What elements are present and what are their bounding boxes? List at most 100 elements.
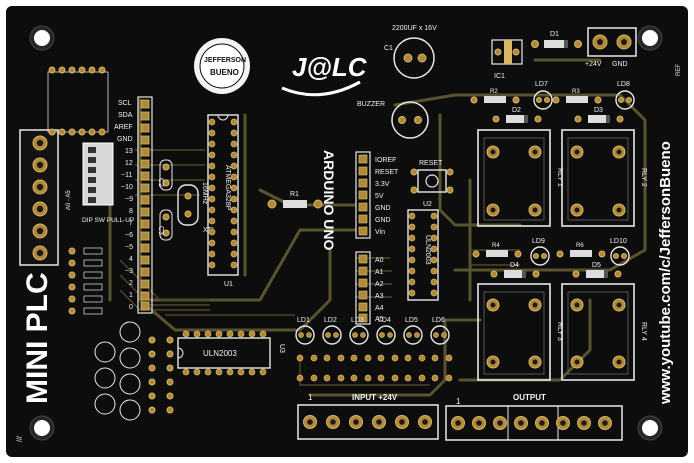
relay-1-label: RLY 1 xyxy=(556,168,563,187)
input-led-row xyxy=(295,325,450,345)
ard-pin-right-13: A5 xyxy=(375,316,384,323)
d3-label: D3 xyxy=(594,107,603,114)
ard-pin-left-4: 13 xyxy=(125,148,133,155)
arduino-header-right xyxy=(355,151,371,325)
resistor-r1 xyxy=(267,199,323,209)
d1-label: D1 xyxy=(550,31,559,38)
u1-label: U1 xyxy=(224,281,233,288)
ard-pin-right-8: A0 xyxy=(375,257,384,264)
power-terminal xyxy=(587,27,637,57)
ard-pin-left-1: SDA xyxy=(118,112,133,119)
ld10-label: LD10 xyxy=(610,238,627,245)
ard-pin-left-10: 7 xyxy=(129,220,133,227)
led-ld10 xyxy=(610,246,630,266)
input-resistor-bank xyxy=(68,247,103,315)
ard-pin-right-10: A2 xyxy=(375,281,384,288)
c1-label: C1 xyxy=(384,45,393,52)
led-ld8 xyxy=(615,90,635,110)
board-title: MINI PLC xyxy=(21,272,54,404)
regulator-ic1 xyxy=(491,39,523,65)
ld6-label: LD6 xyxy=(432,317,445,324)
ard-pin-left-12: ~5 xyxy=(125,244,133,251)
relay-2-label: RLY 2 xyxy=(640,168,647,187)
d4-label: D4 xyxy=(510,262,519,269)
relay-2 xyxy=(561,129,635,227)
transistor-array xyxy=(94,321,141,421)
ard-pin-left-8: ~9 xyxy=(125,196,133,203)
relay-1 xyxy=(477,129,551,227)
output-num-one: 1 xyxy=(456,397,461,406)
ld9-label: LD9 xyxy=(532,238,545,245)
dip-switch[interactable] xyxy=(82,142,114,206)
ard-pin-left-3: GND xyxy=(117,136,133,143)
ard-pin-right-12: A4 xyxy=(375,305,384,312)
buzzer xyxy=(391,101,429,139)
reset-button[interactable] xyxy=(410,168,454,194)
r1-label: R1 xyxy=(290,191,299,198)
ard-pin-left-13: 4 xyxy=(129,256,133,263)
bottom-left-ref: /// xyxy=(17,436,24,442)
c3-label: C3 xyxy=(157,226,164,235)
crystal-label: 16MHz xyxy=(201,182,208,205)
base-resistor-array xyxy=(148,336,174,414)
r6-label: R6 xyxy=(576,243,584,249)
arduino-header-right-labels: IOREF RESET 3.3V 5V GND GND Vin A0 A1 A2… xyxy=(375,157,399,323)
ld8-label: LD8 xyxy=(617,81,630,88)
ld2-label: LD2 xyxy=(324,317,337,324)
u3-label: U3 xyxy=(278,344,285,353)
buzzer-label: BUZZER xyxy=(357,101,385,108)
ao-label: A0 - A5 xyxy=(66,190,72,210)
ld4-label: LD4 xyxy=(378,317,391,324)
u2-label: U2 xyxy=(423,201,432,208)
ard-pin-left-2: AREF xyxy=(114,124,133,131)
r4-label: R4 xyxy=(492,243,500,249)
pullup-resistor-array xyxy=(47,66,109,136)
ard-pin-right-2: 3.3V xyxy=(375,181,390,188)
diode-d1 xyxy=(531,40,582,48)
ard-pin-left-7: ~10 xyxy=(121,184,133,191)
youtube-link-text: www.youtube.com/c/JeffersonBueno xyxy=(657,141,674,405)
led-ld7 xyxy=(533,90,553,110)
relay-4 xyxy=(561,283,635,381)
arduino-label: ARDUINO UNO xyxy=(321,150,337,250)
r2-label: R2 xyxy=(490,89,498,95)
resistor-r6 xyxy=(556,250,606,258)
led-ld9 xyxy=(530,246,550,266)
resistor-r3 xyxy=(552,96,602,104)
logo-name-bottom: BUENO xyxy=(210,68,239,77)
ld3-label: LD3 xyxy=(351,317,364,324)
arduino-header-left xyxy=(137,96,153,314)
power-plus-label: +24V xyxy=(585,61,602,68)
ard-pin-left-17: 0 xyxy=(129,304,133,311)
output-label: OUTPUT xyxy=(513,393,546,402)
atmega-chip-label: ATMEGA328P xyxy=(224,165,231,211)
d2-label: D2 xyxy=(512,107,521,114)
ard-pin-left-6: ~11 xyxy=(121,172,132,179)
ard-pin-left-11: ~6 xyxy=(125,232,133,239)
ld7-label: LD7 xyxy=(535,81,548,88)
ard-pin-left-9: 8 xyxy=(129,208,133,215)
ard-pin-left-15: 2 xyxy=(129,280,133,287)
uln-small-label: ULN2003 xyxy=(424,235,431,265)
r3-label: R3 xyxy=(572,89,580,95)
input-terminal-block xyxy=(297,404,439,440)
ref-label: REF xyxy=(676,64,682,76)
uln-big-label: ULN2003 xyxy=(203,349,237,358)
ard-pin-right-11: A3 xyxy=(375,293,384,300)
resistor-r2 xyxy=(470,96,520,104)
input-resistor-row xyxy=(296,354,453,382)
input-label: INPUT +24V xyxy=(352,393,398,402)
input-num-one: 1 xyxy=(308,393,313,402)
relay-3-label: RLY 3 xyxy=(556,322,563,341)
ard-pin-right-5: GND xyxy=(375,217,391,224)
capacitor-c1 xyxy=(393,37,435,79)
diode-d5 xyxy=(572,270,622,278)
ard-pin-left-16: 1 xyxy=(129,292,133,299)
atmega-chip-u1 xyxy=(207,114,239,276)
ld1-label: LD1 xyxy=(297,317,310,324)
d5-label: D5 xyxy=(592,262,601,269)
ard-pin-left-0: SCL xyxy=(118,100,132,107)
uln2003-chip-u3 xyxy=(177,330,271,376)
ard-pin-left-5: 12 xyxy=(125,160,133,167)
left-terminal-block xyxy=(19,129,59,266)
